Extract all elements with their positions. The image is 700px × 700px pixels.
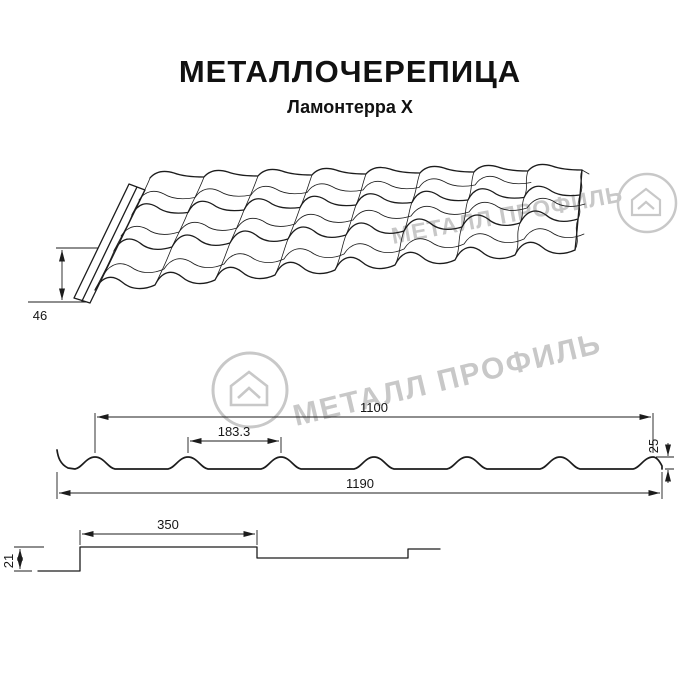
profile-wave-line bbox=[56, 449, 663, 470]
dimension-1190: 1190 bbox=[56, 472, 663, 499]
dimension-label-183: 183.3 bbox=[218, 424, 251, 439]
house-logo-icon bbox=[630, 187, 662, 217]
dimension-label-46: 46 bbox=[33, 308, 47, 323]
extension-lines bbox=[656, 456, 674, 470]
perspective-view: 46 bbox=[28, 163, 590, 323]
dimension-label-21: 21 bbox=[1, 554, 16, 568]
extension-lines bbox=[56, 472, 663, 499]
dimension-46: 46 bbox=[28, 247, 98, 323]
eave-strip-lines bbox=[73, 183, 146, 304]
cross-section-view: 1100 183.3 25 1190 bbox=[56, 400, 674, 499]
dimension-label-25: 25 bbox=[646, 439, 661, 453]
dimension-label-350: 350 bbox=[157, 517, 179, 532]
extension-lines bbox=[79, 530, 258, 545]
watermark-logo-circle bbox=[211, 351, 289, 429]
dimension-25: 25 bbox=[646, 439, 674, 483]
dimension-21: 21 bbox=[1, 546, 44, 572]
dimension-350: 350 bbox=[79, 517, 258, 545]
tile-step-echo-3 bbox=[138, 175, 532, 201]
sheet-right-edge bbox=[574, 169, 583, 251]
step-profile-line bbox=[37, 546, 441, 572]
dimension-label-1190: 1190 bbox=[346, 476, 374, 491]
tile-row-near-edge bbox=[94, 241, 576, 291]
dimension-label-1100: 1100 bbox=[360, 400, 388, 415]
dimension-183: 183.3 bbox=[187, 424, 282, 453]
extension-lines bbox=[94, 413, 654, 453]
extension-lines bbox=[28, 247, 98, 303]
watermark-logo-circle bbox=[616, 172, 678, 234]
tile-step-echo-2 bbox=[120, 197, 586, 237]
page-subtitle: Ламонтерра X bbox=[287, 97, 413, 117]
tile-step-echo-1 bbox=[103, 228, 585, 275]
extension-lines bbox=[14, 546, 44, 572]
house-logo-icon bbox=[229, 370, 269, 407]
step-profile-view: 350 21 bbox=[1, 517, 441, 572]
page-title: МЕТАЛЛОЧЕРЕПИЦА bbox=[179, 54, 521, 89]
dimension-1100: 1100 bbox=[94, 400, 654, 453]
ridge-corner-tick bbox=[581, 169, 590, 175]
extension-lines bbox=[187, 437, 282, 453]
tile-row-ridge-edge bbox=[149, 163, 583, 179]
